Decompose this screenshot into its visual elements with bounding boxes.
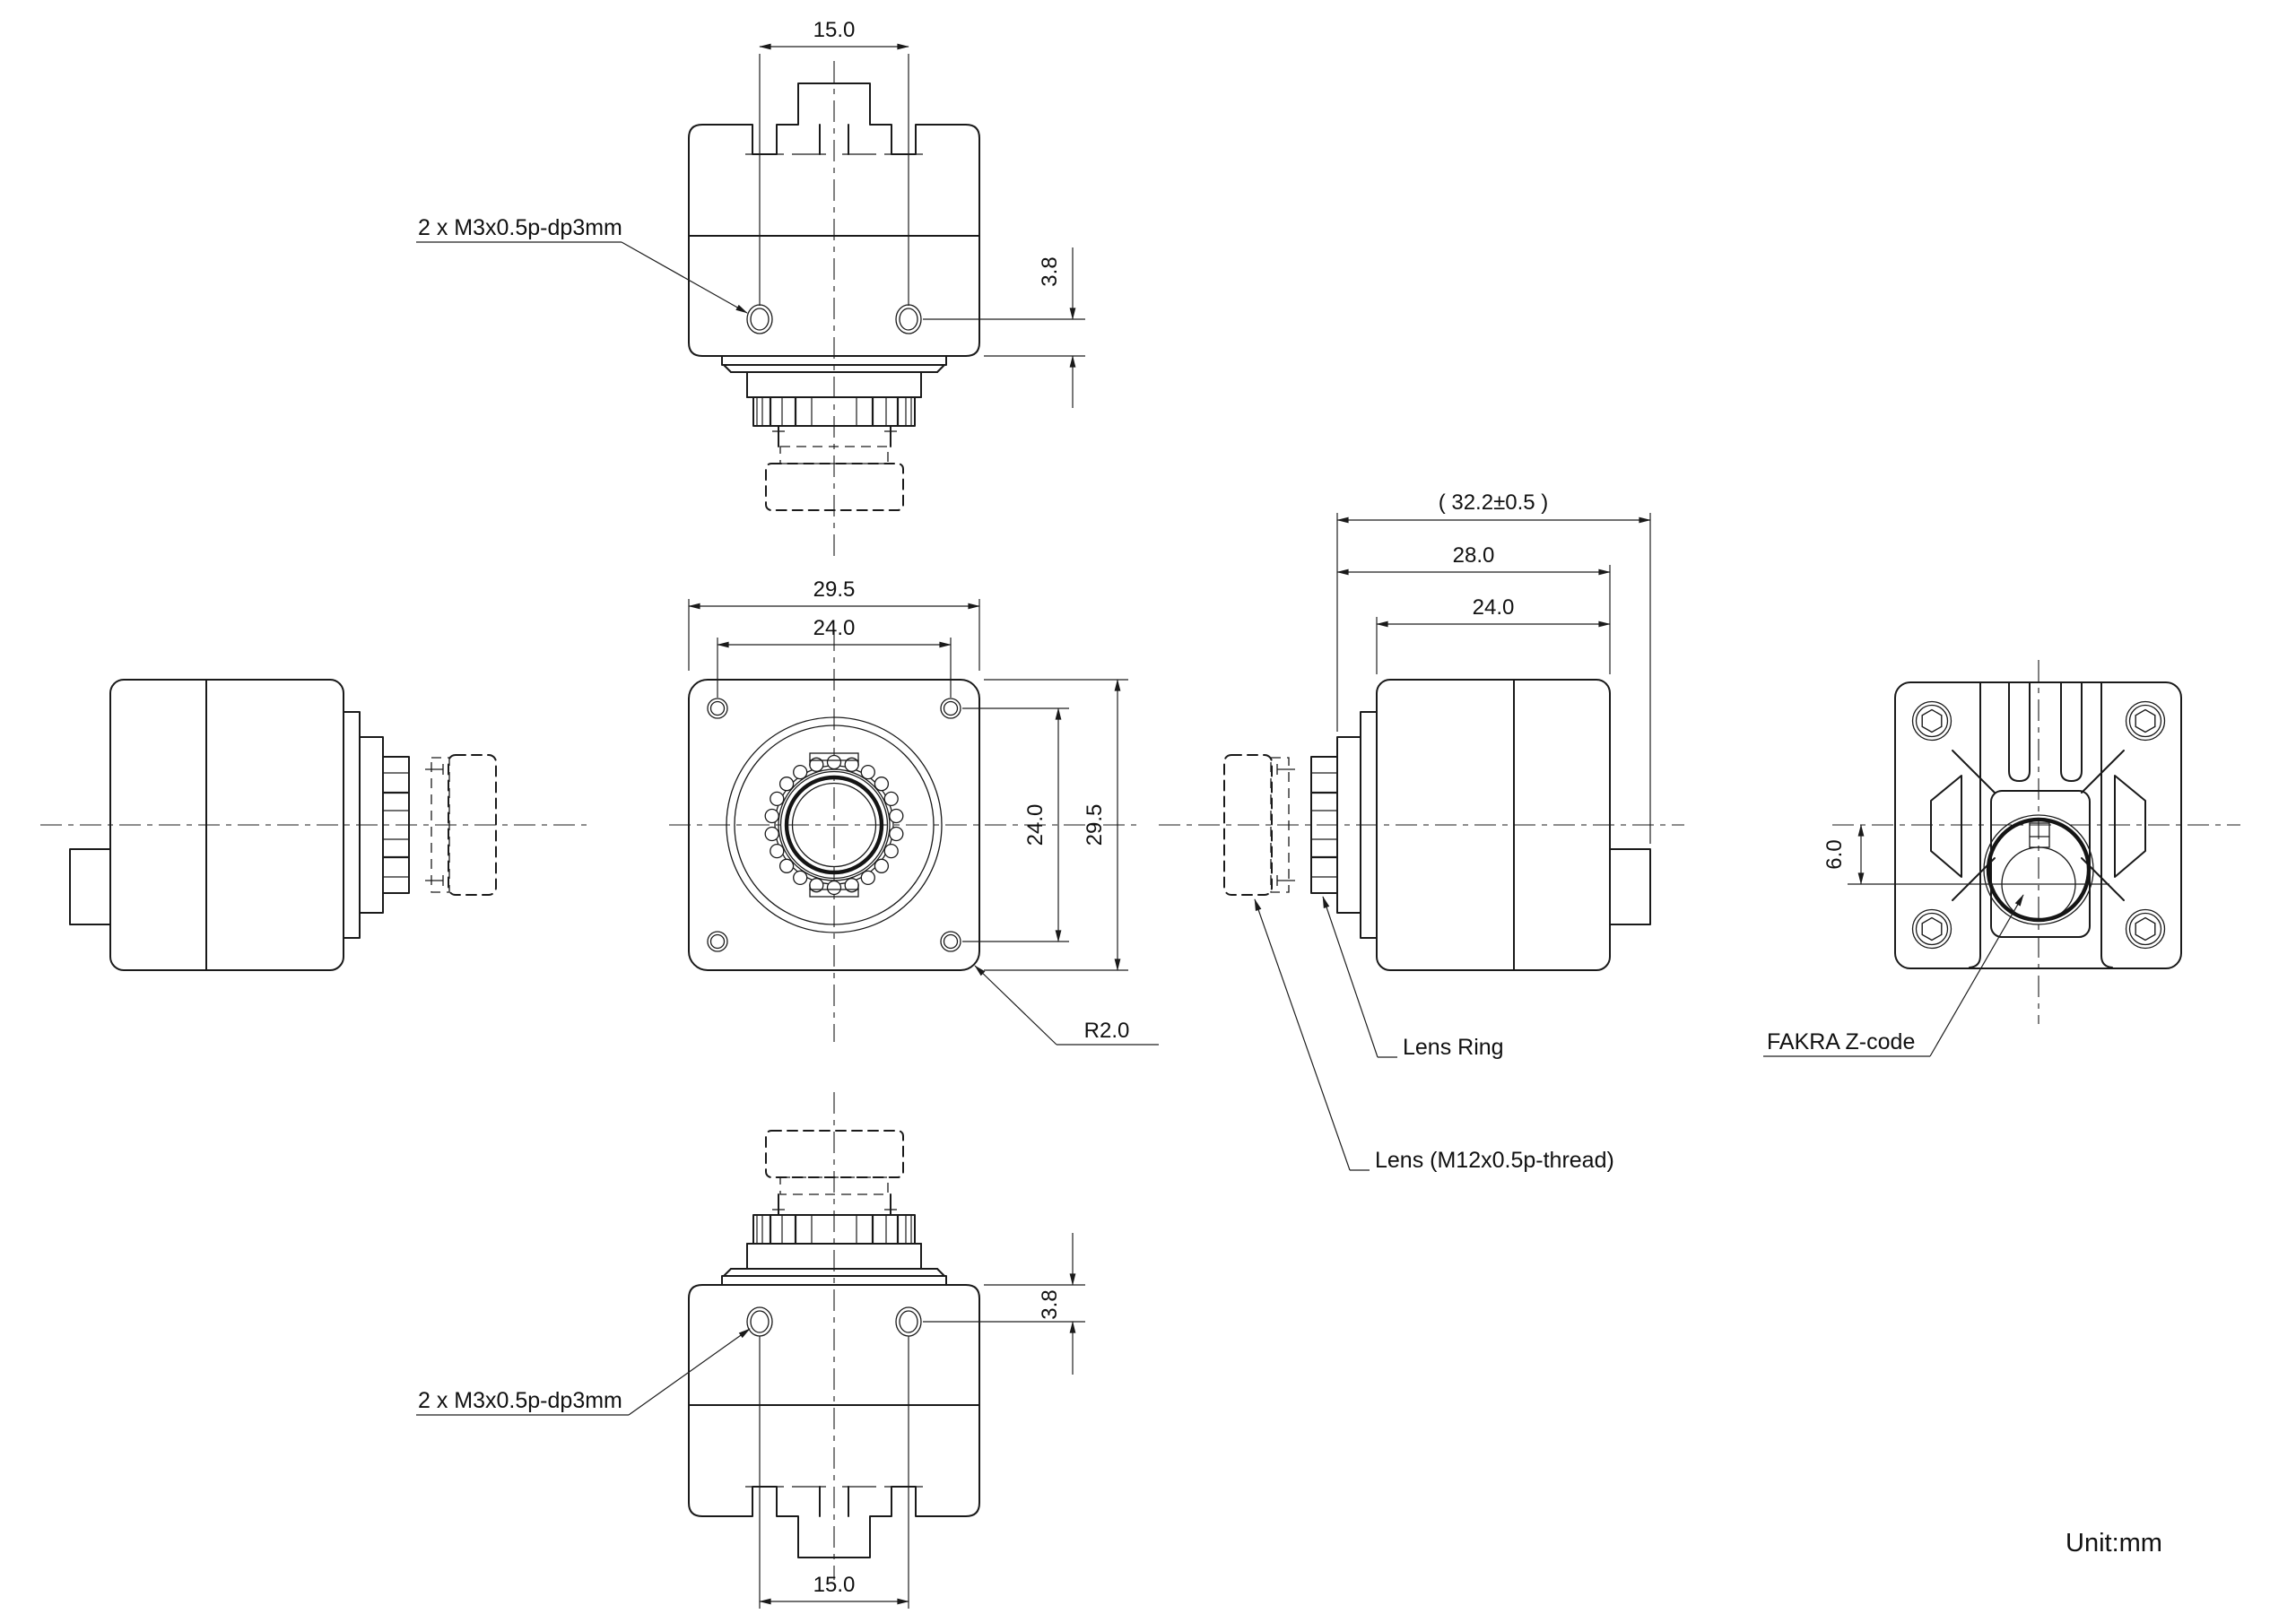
dim-hole-offset-top: 3.8 — [923, 247, 1085, 408]
top-view-body-outline — [688, 82, 980, 357]
lens-thread-hidden — [430, 757, 450, 893]
label-fakra: FAKRA Z-code — [1767, 1029, 1915, 1054]
lens-neck-bottom — [721, 1130, 947, 1286]
dim-24-side: 24.0 — [1376, 595, 1611, 674]
hex-screws — [1911, 700, 2166, 950]
lens-thread-hidden — [1270, 757, 1290, 893]
knurl-lines — [383, 772, 409, 878]
dim-text-32-2: ( 32.2±0.5 ) — [1439, 490, 1549, 515]
dim-text-24: 24.0 — [813, 616, 856, 640]
thread-note-top-text: 2 x M3x0.5p-dp3mm — [418, 215, 622, 240]
connector-tab — [69, 848, 111, 925]
ring-flat-top — [809, 752, 859, 761]
connector-recess — [1990, 790, 2091, 938]
connector-tab — [1609, 848, 1651, 925]
rear-plate — [1894, 681, 2182, 969]
dim-connector-offset: 6.0 — [1822, 824, 2109, 885]
dim-text-29-5-v: 29.5 — [1083, 804, 1107, 846]
lens-body-hidden — [448, 754, 497, 896]
lens-neck-top — [721, 355, 947, 511]
dim-text-15: 15.0 — [813, 18, 856, 42]
lens-ring-callout: Lens Ring — [1322, 896, 1504, 1060]
lens-body-hidden — [1223, 754, 1273, 896]
top-view: 15.0 3.8 2 x M3x0.5p-dp3mm — [416, 18, 1085, 556]
corner-radius-callout: R2.0 — [974, 965, 1159, 1046]
side-cutout-right — [2114, 775, 2146, 878]
dim-text-3-8-bottom: 3.8 — [1038, 1289, 1062, 1319]
thread-note-bottom: 2 x M3x0.5p-dp3mm — [416, 1328, 751, 1416]
side-cutout-left — [1930, 775, 1962, 878]
dim-hole-spacing-top: 15.0 — [759, 18, 909, 306]
lens-callout: Lens (M12x0.5p-thread) — [1254, 898, 1614, 1173]
dim-overall-32-2: ( 32.2±0.5 ) — [1336, 490, 1651, 844]
front-view: 29.5 24.0 24.0 29.5 R2.0 — [669, 577, 1159, 1046]
bottom-view-body-outline — [688, 1284, 980, 1558]
lens-body-hidden — [765, 463, 904, 511]
left-side-view — [40, 679, 588, 971]
knurled-ring-bottom — [752, 1214, 916, 1245]
dim-text-6: 6.0 — [1822, 839, 1847, 869]
rear-view: 6.0 FAKRA Z-code — [1763, 660, 2240, 1057]
right-side-view: ( 32.2±0.5 ) 28.0 24.0 Lens Ring Lens (M… — [1159, 490, 1684, 1173]
dim-height-outer: 29.5 — [984, 679, 1128, 971]
lens-bore — [784, 775, 884, 875]
knurled-ring-top — [752, 396, 916, 427]
lens-mount-front — [726, 716, 943, 933]
ring-flat-bottom — [809, 889, 859, 898]
knurled-ring-side — [1310, 756, 1338, 894]
mounting-holes-front — [707, 698, 961, 952]
lens-thread-hidden — [779, 446, 889, 464]
unit-note: Unit:mm — [2066, 1529, 2162, 1558]
dim-hole-spacing-bottom: 15.0 — [759, 1336, 909, 1609]
knurled-ring-side — [382, 756, 410, 894]
dim-text-28: 28.0 — [1453, 543, 1495, 568]
dim-text-29-5: 29.5 — [813, 577, 856, 602]
lens-body-hidden — [765, 1130, 904, 1178]
top-slot-left — [2008, 682, 2031, 782]
fakra-callout: FAKRA Z-code — [1763, 894, 2024, 1057]
label-r2: R2.0 — [1084, 1019, 1130, 1043]
knurl-scallops — [764, 754, 904, 896]
dim-width-outer: 29.5 — [688, 577, 980, 671]
channel-right — [2100, 681, 2113, 968]
thread-note-top: 2 x M3x0.5p-dp3mm — [416, 215, 748, 314]
channel-left — [1969, 681, 1981, 968]
front-plate — [688, 679, 980, 971]
mounting-holes-bottom — [746, 1306, 922, 1337]
dim-text-15-bottom: 15.0 — [813, 1573, 856, 1597]
dim-hole-offset-bottom: 3.8 — [923, 1233, 1085, 1375]
knurl-ticks — [756, 397, 912, 426]
knurl-ticks — [756, 1215, 912, 1244]
dim-text-24-side: 24.0 — [1473, 595, 1515, 620]
top-slot-right — [2060, 682, 2083, 782]
dim-width-holes: 24.0 — [717, 616, 952, 698]
label-lens: Lens (M12x0.5p-thread) — [1375, 1148, 1614, 1173]
label-lens-ring: Lens Ring — [1403, 1035, 1504, 1060]
thread-note-bottom-text: 2 x M3x0.5p-dp3mm — [418, 1388, 622, 1413]
dim-28: 28.0 — [1336, 543, 1611, 674]
dim-text-3-8: 3.8 — [1038, 256, 1062, 286]
dim-height-holes: 24.0 — [962, 707, 1069, 942]
fakra-connector-ring — [1986, 817, 2092, 923]
hex-sockets — [1921, 708, 2156, 941]
dim-text-24-v: 24.0 — [1023, 804, 1048, 846]
knurl-lines — [1311, 772, 1337, 878]
fakra-key — [2029, 822, 2050, 848]
bottom-view: 15.0 3.8 2 x M3x0.5p-dp3mm — [416, 1092, 1085, 1609]
